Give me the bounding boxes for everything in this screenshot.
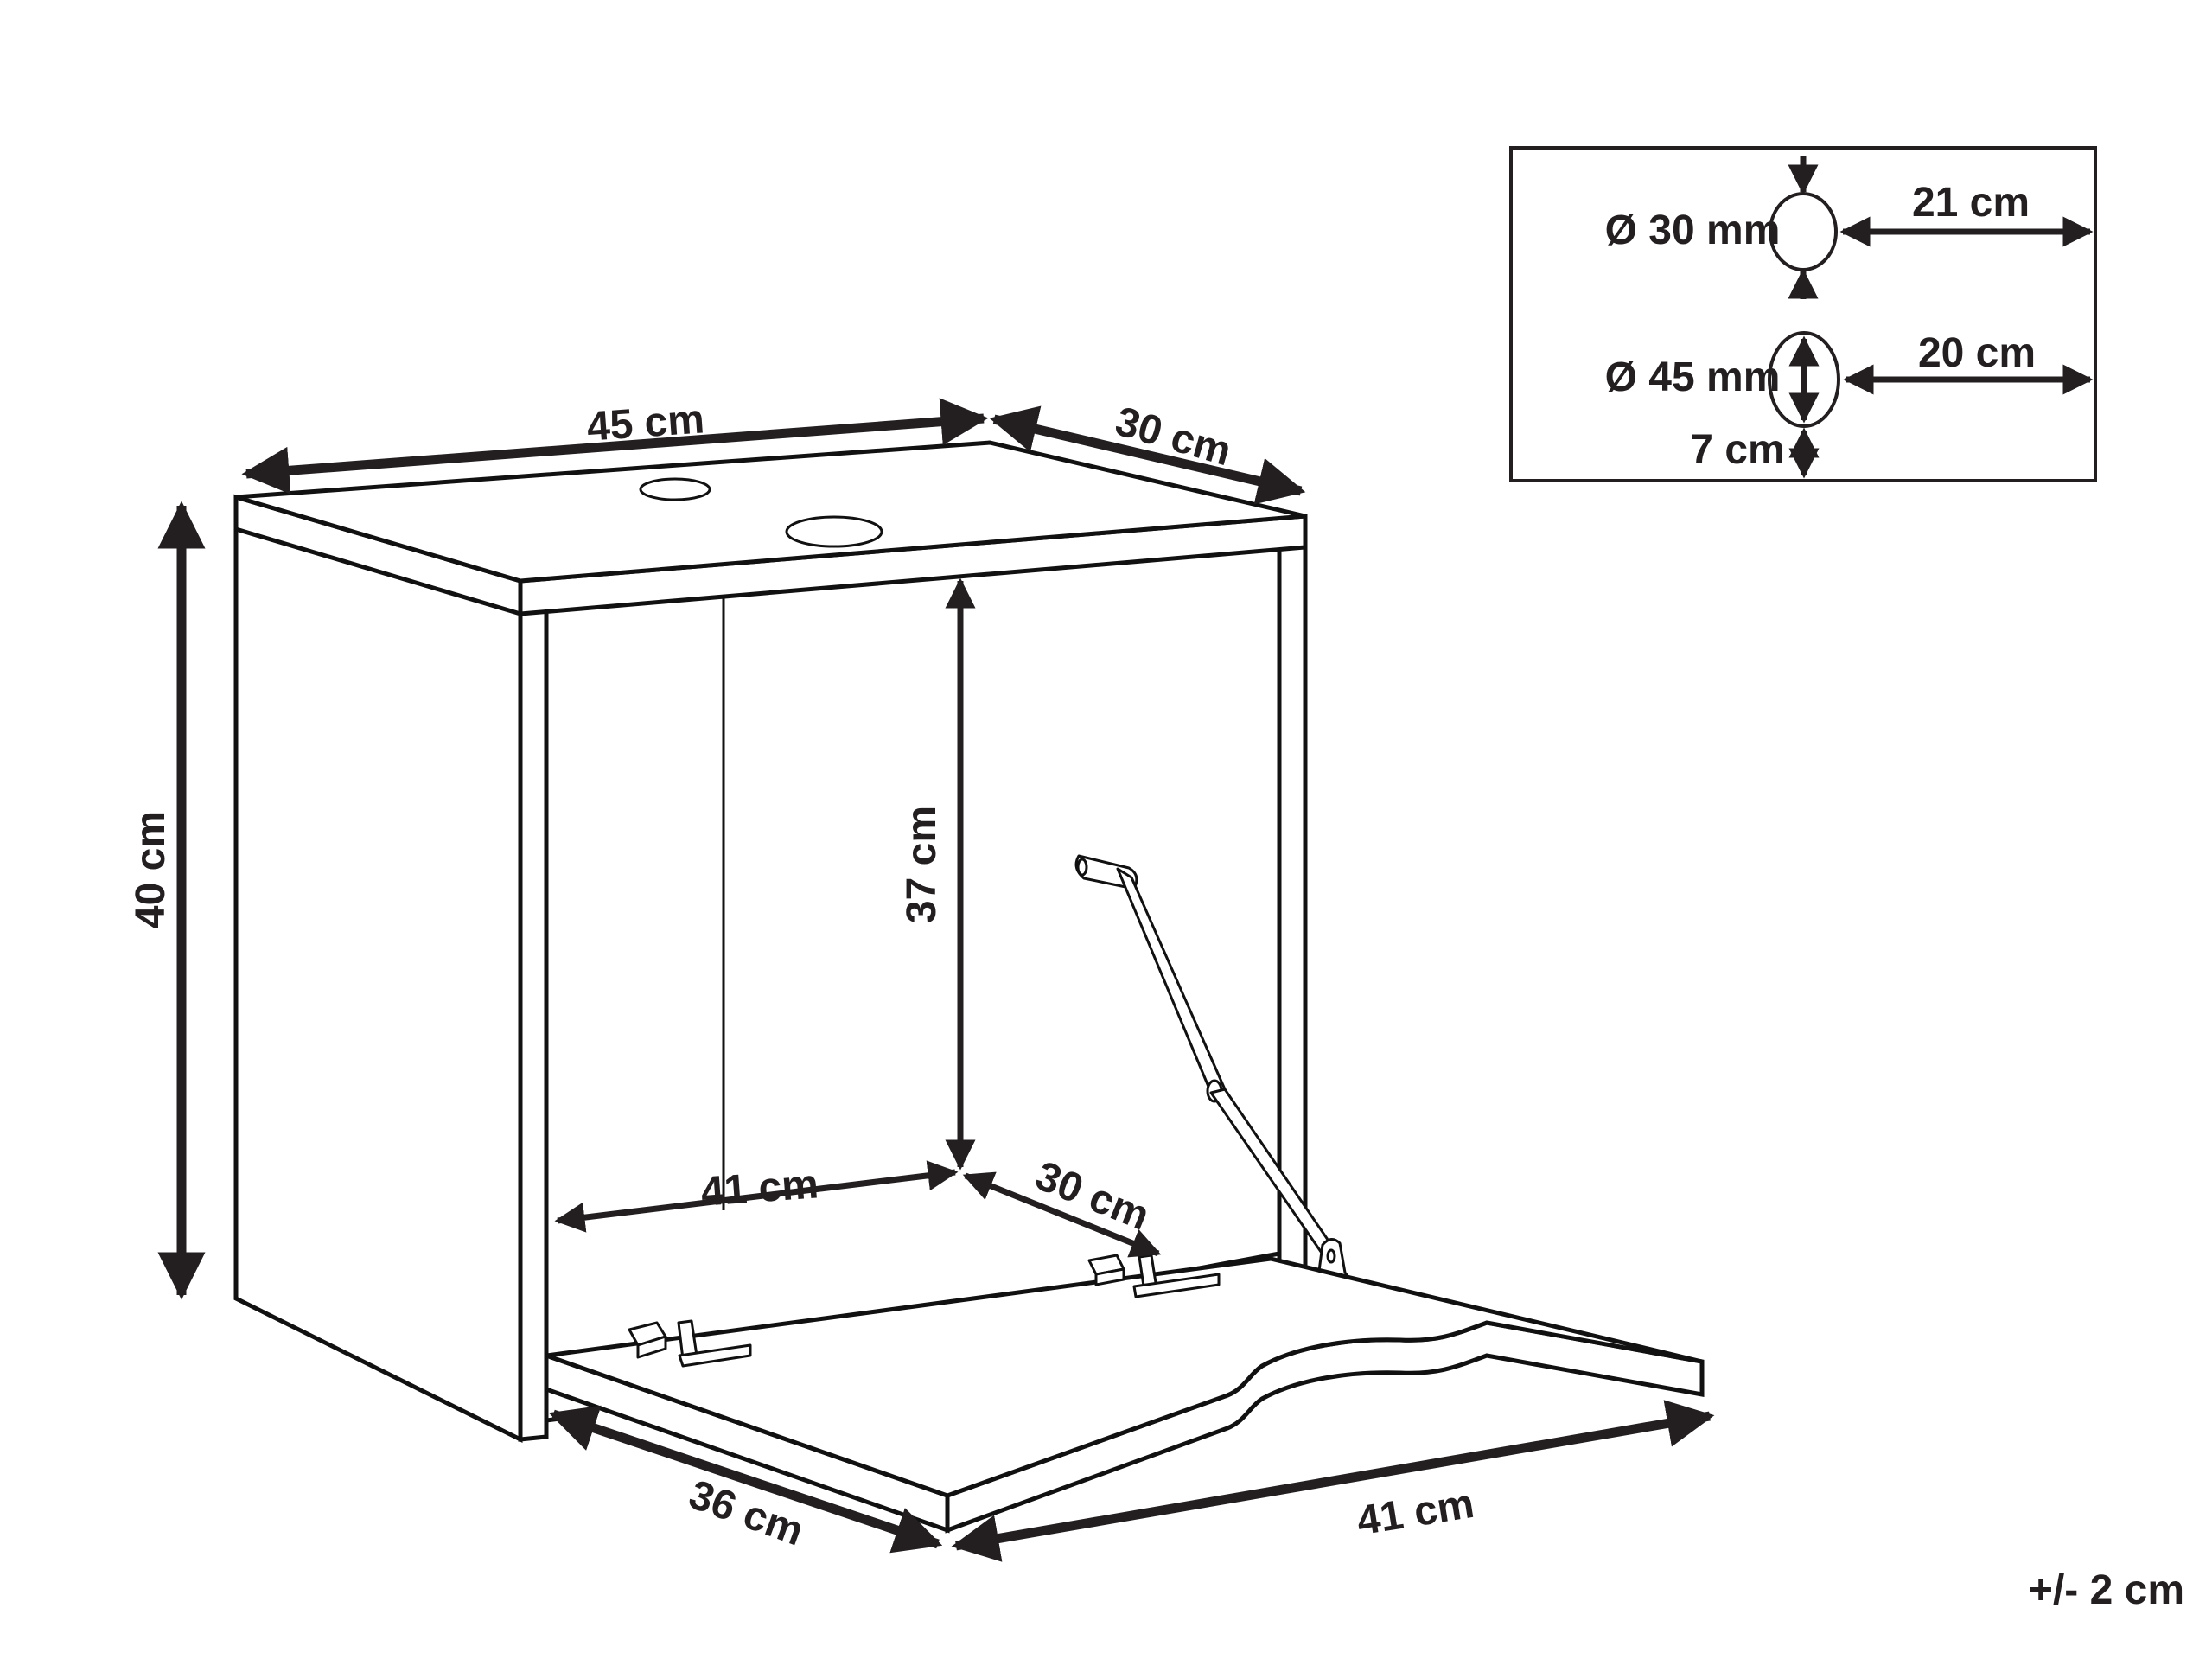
label-small-hole-offset: 21 cm [1912, 180, 2030, 226]
lid-stay-strut [1074, 854, 1359, 1298]
label-inner-width: 41 cm [699, 1161, 819, 1215]
label-large-hole-bottom: 7 cm [1690, 427, 1784, 473]
door-hinge-left [628, 1319, 752, 1368]
cabinet-front-left-edge [518, 608, 549, 1442]
slab-underside-left [235, 526, 521, 616]
strut-top-pin [1076, 858, 1088, 877]
arrow-door-depth [548, 1405, 943, 1554]
arrow-inner-width [554, 1160, 959, 1233]
door-hinge-right [1087, 1254, 1221, 1298]
tolerance-note: +/- 2 cm [2029, 1567, 2184, 1613]
arrow-top-width [241, 398, 989, 495]
label-inner-height: 37 cm [899, 806, 945, 923]
cabinet-left-side [233, 494, 523, 1444]
label-height: 40 cm [128, 811, 174, 928]
dimension-arrows [157, 398, 1715, 1562]
arrow-door-width [951, 1400, 1715, 1562]
label-top-width: 45 cm [585, 396, 705, 450]
label-small-hole-diameter: Ø 30 mm [1605, 207, 1781, 253]
cabinet-right-side-edge [1277, 540, 1308, 1274]
label-large-hole-offset: 20 cm [1918, 330, 2036, 376]
arrow-inner-depth [962, 1171, 1162, 1258]
hole-position-inset: Ø 30 mm 21 cm Ø 45 mm 20 cm 7 cm [1509, 146, 2097, 482]
inset-hole-small [1769, 192, 1838, 271]
arrow-top-depth [989, 405, 1306, 505]
label-door-width: 41 cm [1354, 1481, 1477, 1545]
label-large-hole-diameter: Ø 45 mm [1605, 354, 1781, 400]
top-hole-large [785, 515, 883, 548]
strut-base-pin [1326, 1248, 1336, 1264]
